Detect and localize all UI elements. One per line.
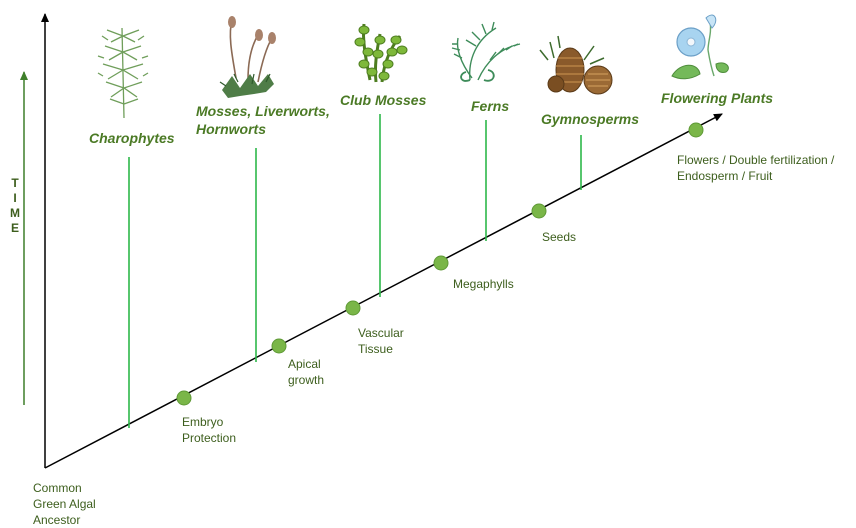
node-flowers: [689, 123, 703, 137]
innovation-label-vascular: Vascular Tissue: [358, 325, 404, 357]
group-name-ferns: Ferns: [471, 97, 509, 115]
fern-frond-icon: [452, 22, 520, 81]
time-letter: I: [8, 191, 22, 206]
node-embryo-protection: [177, 391, 191, 405]
group-name-mosses: Mosses, Liverworts, Hornworts: [196, 102, 330, 138]
group-name-club-mosses: Club Mosses: [340, 91, 426, 109]
node-megaphylls: [434, 256, 448, 270]
group-name-flowering-plants: Flowering Plants: [661, 89, 773, 107]
innovation-label-embryo: Embryo Protection: [182, 414, 236, 446]
innovation-label-flowers: Flowers / Double fertilization / Endospe…: [677, 152, 834, 184]
group-name-gymnosperms: Gymnosperms: [541, 110, 639, 128]
ancestor-label: Common Green Algal Ancestor: [33, 480, 96, 528]
innovation-label-apical: Apical growth: [288, 356, 324, 388]
time-letter: E: [8, 221, 22, 236]
time-letter: M: [8, 206, 22, 221]
charophyte-plant-icon: [98, 28, 148, 118]
node-apical-growth: [272, 339, 286, 353]
flower-icon: [672, 15, 728, 79]
moss-plant-icon: [220, 16, 276, 98]
pine-cone-icon: [540, 36, 612, 94]
innovation-label-seeds: Seeds: [542, 229, 576, 245]
node-vascular-tissue: [346, 301, 360, 315]
evolution-line: [45, 114, 722, 468]
time-letter: T: [8, 176, 22, 191]
time-label: T I M E: [8, 176, 22, 236]
node-seeds: [532, 204, 546, 218]
group-name-charophytes: Charophytes: [89, 129, 175, 147]
club-moss-plant-icon: [355, 24, 407, 82]
innovation-label-megaphylls: Megaphylls: [453, 276, 514, 292]
branch-lines: [129, 114, 581, 428]
